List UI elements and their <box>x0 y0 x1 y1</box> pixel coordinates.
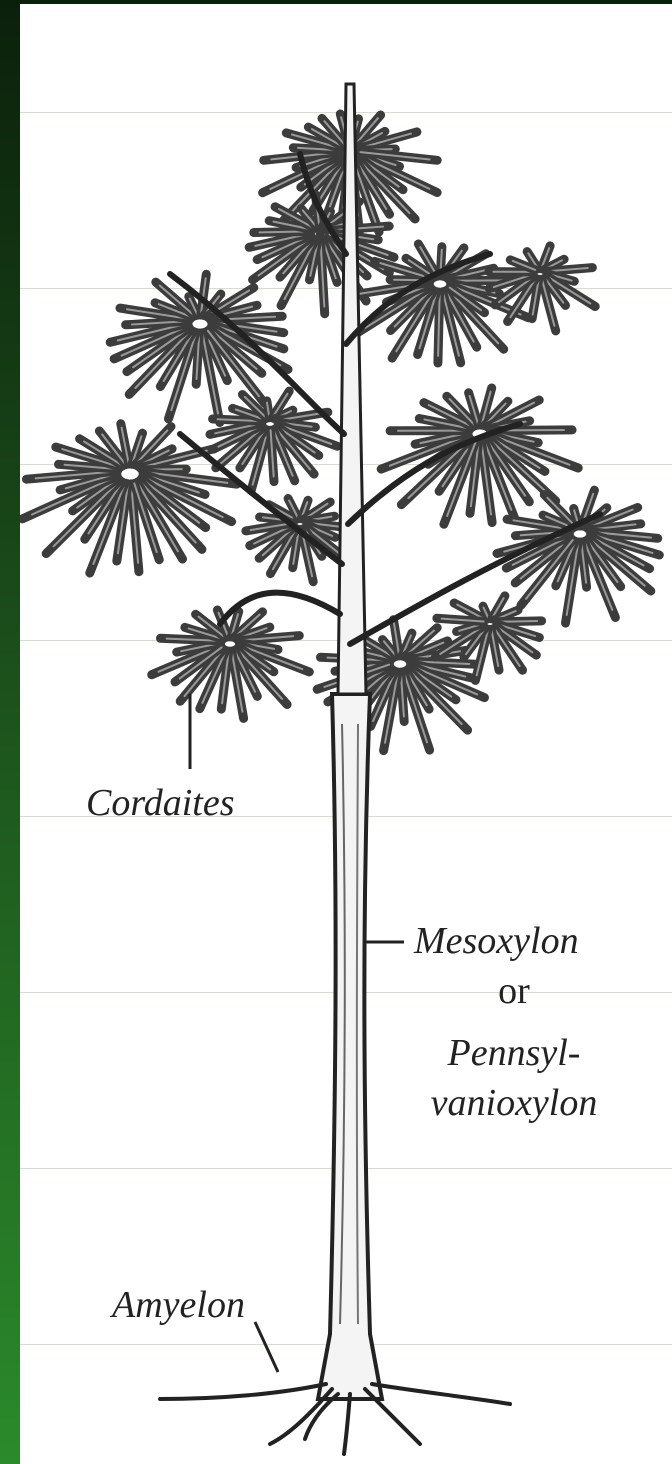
label-or: or <box>414 972 614 1010</box>
label-amyelon: Amyelon <box>112 1286 245 1324</box>
leaf-cluster <box>23 424 237 573</box>
trunk <box>318 694 382 1399</box>
cordaites-tree-illustration <box>20 4 672 1464</box>
illustration-panel: Cordaites Mesoxylon or Pennsyl- vanioxyl… <box>20 4 672 1464</box>
leaf-cluster <box>489 246 595 331</box>
label-mesoxylon: Mesoxylon <box>414 922 579 960</box>
label-vanioxylon: vanioxylon <box>414 1084 614 1122</box>
leaf-cluster <box>152 610 310 718</box>
roots <box>160 1384 510 1454</box>
leaf-cluster <box>435 596 541 681</box>
leaf-cluster <box>497 490 659 623</box>
label-cordaites: Cordaites <box>86 784 235 822</box>
label-pennsyl: Pennsyl- <box>414 1034 614 1072</box>
amyelon-pointer <box>255 1322 278 1372</box>
